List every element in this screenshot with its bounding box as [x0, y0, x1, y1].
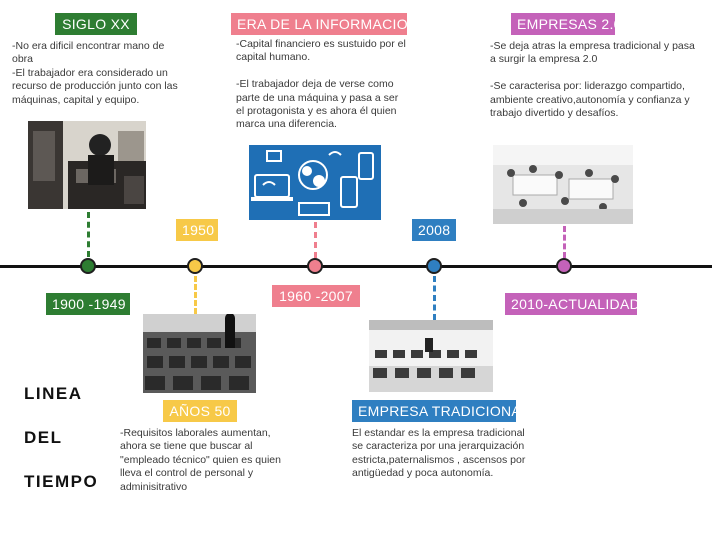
timeline-line	[0, 265, 712, 268]
empresa-trad-photo	[369, 320, 493, 392]
siglo-xx-date-tag: 1900 -1949	[46, 293, 130, 315]
era-info-tag: ERA DE LA INFORMACION	[231, 13, 418, 35]
anios-50-year-tag: 1950	[176, 219, 218, 241]
title-line-3: TIEMPO	[24, 472, 99, 491]
era-info-date-tag: 1960 -2007	[272, 285, 360, 307]
siglo-xx-photo	[28, 121, 146, 209]
era-info-illustration	[249, 145, 381, 220]
siglo-xx-connector	[87, 212, 90, 257]
empresa-trad-text: El estandar es la empresa tradicional se…	[352, 427, 526, 480]
empresa-trad-connector	[433, 276, 436, 320]
empresas-20-text: -Se deja atras la empresa tradicional y …	[490, 40, 695, 120]
empresas-20-date-tag: 2010-ACTUALIDAD	[505, 293, 640, 315]
empresa-trad-dot	[426, 258, 442, 274]
title-line-2: DEL	[24, 428, 63, 447]
anios-50-dot	[187, 258, 203, 274]
title-line-1: LINEA	[24, 384, 83, 403]
era-info-dot	[307, 258, 323, 274]
empresas-20-tag: EMPRESAS 2.0	[511, 13, 621, 35]
siglo-xx-text: -No era dificil encontrar mano de obra -…	[12, 40, 178, 106]
anios-50-text: -Requisitos laborales aumentan, ahora se…	[120, 427, 281, 493]
anios-50-tag: AÑOS 50	[163, 400, 237, 422]
empresas-20-photo	[493, 145, 633, 224]
era-info-connector	[314, 222, 317, 258]
era-info-text: -Capital financiero es sustuido por el c…	[236, 38, 406, 131]
anios-50-photo	[143, 314, 256, 393]
empresas-20-connector	[563, 226, 566, 258]
siglo-xx-tag: SIGLO XX	[55, 13, 137, 35]
siglo-xx-dot	[80, 258, 96, 274]
anios-50-connector	[194, 276, 197, 314]
empresas-20-dot	[556, 258, 572, 274]
empresa-trad-tag: EMPRESA TRADICIONAL	[352, 400, 529, 422]
empresa-trad-year-tag: 2008	[412, 219, 456, 241]
